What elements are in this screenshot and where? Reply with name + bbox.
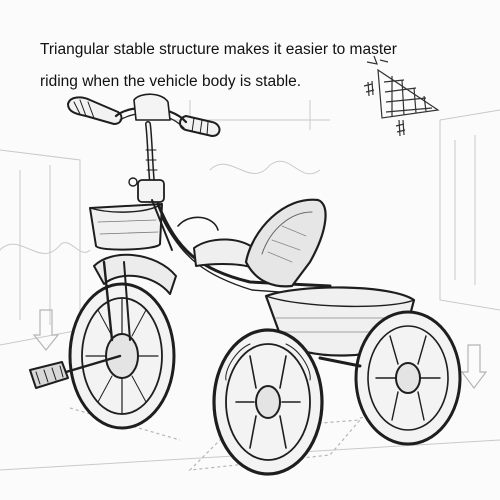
caption-line-2: riding when the vehicle body is stable. xyxy=(40,73,302,90)
caption: Triangular stable structure makes it eas… xyxy=(40,34,397,98)
pedal xyxy=(29,354,122,389)
front-basket xyxy=(89,203,163,251)
rear-right-wheel xyxy=(354,310,462,446)
seat xyxy=(193,198,327,288)
rear-left-wheel xyxy=(212,328,324,476)
front-wheel xyxy=(68,260,176,430)
caption-line-1: Triangular stable structure makes it eas… xyxy=(40,41,397,58)
rear-axle xyxy=(318,356,362,368)
front-fender xyxy=(93,253,177,295)
stem xyxy=(128,121,165,203)
handlebar xyxy=(67,93,221,137)
